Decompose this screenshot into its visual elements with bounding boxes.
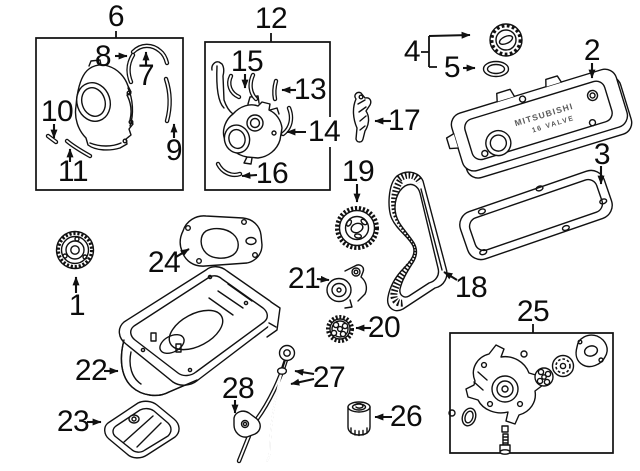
timing-cover-seal-13: [274, 81, 276, 99]
timing-cover-seal-7: [133, 46, 167, 63]
callout-10: 10: [40, 95, 74, 128]
arrow-4: [429, 31, 471, 39]
pump-cover: [576, 335, 607, 366]
callout-28: 28: [221, 372, 255, 405]
engine-hanger-bracket: [353, 92, 370, 142]
callout-16: 16: [255, 157, 289, 190]
oil-dipstick: [267, 346, 295, 462]
callout-18: 18: [454, 271, 488, 304]
oil-filler-cap: [490, 24, 522, 56]
arrow-27b: [290, 379, 314, 386]
timing-cover-seal-11: [67, 141, 90, 156]
oil-filter: [348, 402, 370, 436]
callout-leaders: [50, 31, 605, 426]
upper-timing-belt-cover: [72, 60, 133, 150]
arrow-18: [444, 272, 457, 280]
filler-cap-oring: [484, 62, 509, 77]
callout-22: 22: [74, 354, 108, 387]
oil-pan-upper: [119, 267, 280, 396]
pump-inner-rotor: [535, 368, 553, 386]
oil-pan-lower: [105, 401, 179, 458]
callout-25: 25: [516, 295, 550, 328]
callout-24: 24: [147, 246, 181, 279]
timing-belt: [388, 172, 447, 311]
timing-belt-tensioner: [327, 265, 366, 308]
pump-outer-rotor: [553, 356, 574, 377]
pump-relief-valve-bolt: [500, 426, 510, 454]
oil-pump-group-box: [449, 333, 613, 454]
callout-9: 9: [165, 134, 183, 167]
valve-cover-gasket: [456, 165, 616, 263]
callout-26: 26: [389, 400, 423, 433]
bracket-4: [421, 36, 437, 67]
callout-13: 13: [293, 73, 327, 106]
timing-cover-seal-15: [229, 75, 256, 99]
oil-pan-baffle-plate: [180, 216, 262, 266]
callout-27: 27: [312, 361, 346, 394]
callout-14: 14: [306, 115, 342, 148]
arrow-27a: [294, 368, 314, 376]
timing-cover-seal-16: [218, 164, 240, 175]
arrow-21: [317, 275, 330, 283]
callout-1: 1: [68, 289, 86, 322]
callout-21: 21: [287, 262, 321, 295]
callout-19: 19: [341, 155, 375, 188]
timing-cover-seal-9: [166, 79, 170, 121]
callout-2: 2: [583, 34, 601, 67]
callout-11: 11: [57, 155, 89, 188]
callout-12: 12: [254, 2, 288, 35]
upper-timing-cover-group-box: [36, 38, 183, 190]
callout-8: 8: [94, 40, 112, 73]
timing-cover-seal-14: [283, 108, 291, 134]
crankshaft-sprocket: [328, 317, 352, 341]
callout-6: 6: [107, 0, 125, 33]
lower-timing-cover-group-box: [205, 42, 330, 190]
pump-oring-seal: [449, 406, 478, 427]
callout-20: 20: [367, 311, 401, 344]
callout-23: 23: [56, 405, 90, 438]
timing-cover-seal-8: [129, 55, 133, 82]
pump-bolt-hole-dot: [521, 351, 527, 357]
valve-cover: MITSUBISHI 16 VALVE: [438, 58, 634, 184]
camshaft-sprocket: [337, 208, 377, 248]
callout-17: 17: [387, 104, 421, 137]
oil-dipstick-tube: [234, 353, 288, 461]
arrow-24: [176, 249, 189, 257]
callout-7: 7: [137, 59, 155, 92]
arrow-16: [241, 171, 257, 179]
callout-15: 15: [230, 45, 264, 78]
callout-4: 4: [403, 35, 421, 68]
callout-5: 5: [443, 51, 461, 84]
oil-pump-body: [466, 345, 543, 424]
crankshaft-pulley: [57, 232, 94, 269]
timing-cover-seal-10: [48, 136, 56, 142]
callout-3: 3: [593, 138, 611, 171]
